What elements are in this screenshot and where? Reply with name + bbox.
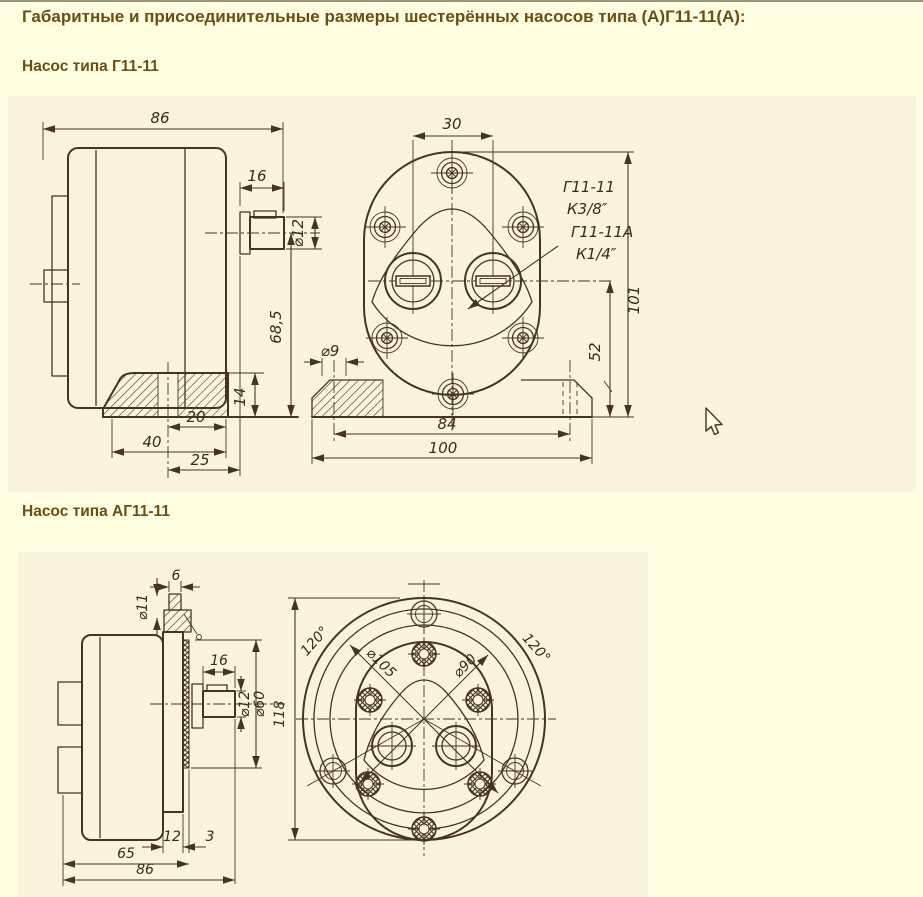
dim-d1-port-spacing: 30 bbox=[442, 115, 461, 133]
dim-d1-overall-width: 86 bbox=[150, 109, 169, 127]
d1-side-port-boss-bottom bbox=[51, 301, 69, 377]
page-title: Габаритные и присоединительные размеры ш… bbox=[22, 7, 746, 26]
dim-d2-flange-thickness: 12 bbox=[163, 829, 181, 845]
d2-stud-pin bbox=[168, 593, 182, 611]
dim-d1-foot-40: 40 bbox=[142, 433, 161, 451]
section1-heading: Насос типа Г11-11 bbox=[22, 58, 159, 75]
d1-front-body bbox=[363, 151, 541, 396]
dim-d2-overall-height: 118 bbox=[272, 701, 288, 728]
callout-model-2: Г11-11А bbox=[571, 223, 633, 241]
window-top-edge bbox=[0, 0, 923, 2]
dim-d2-shaft-length: 16 bbox=[210, 653, 228, 669]
callout-thread-2: К1/4″ bbox=[576, 245, 617, 263]
d1-front-foot-right bbox=[521, 379, 593, 417]
dim-d2-stud-width: 6 bbox=[172, 568, 181, 584]
d2-shaft-key bbox=[206, 684, 228, 692]
dim-d2-gap: 3 bbox=[206, 829, 215, 845]
drawing-g11-11: 86 16 ⌀12 68,5 14 20 40 25 bbox=[30, 109, 643, 478]
d2-side-boss-bottom bbox=[57, 746, 83, 794]
d2-front-view: ⌀105 ⌀90 120° 120° 118 bbox=[272, 580, 556, 856]
dim-d1-overall-height: 101 bbox=[625, 286, 643, 315]
dim-d2-shaft-dia: ⌀12 bbox=[237, 691, 253, 717]
d1-shaft-key bbox=[253, 210, 277, 219]
d1-side-port-boss-top bbox=[51, 195, 69, 271]
dim-d1-foot-25: 25 bbox=[190, 451, 209, 469]
dim-d1-foot-20: 20 bbox=[186, 408, 205, 426]
dim-d1-shaft-dia: ⌀12 bbox=[289, 219, 307, 247]
dim-d1-mount-hole: ⌀9 bbox=[321, 342, 340, 360]
dim-d2-body-length: 65 bbox=[117, 846, 135, 862]
dim-d2-spigot-dia: ⌀60 bbox=[252, 691, 268, 717]
d2-side-boss-top bbox=[57, 681, 83, 726]
section2-heading: Насос типа АГ11-11 bbox=[22, 503, 170, 520]
callout-thread-1: К3/8″ bbox=[567, 200, 608, 218]
dim-d1-axis-height: 68,5 bbox=[267, 310, 285, 343]
dim-d1-mount-spacing: 84 bbox=[437, 415, 456, 433]
d1-thread-callout: Г11-11 К3/8″ Г11-11А К1/4″ bbox=[467, 178, 633, 310]
d1-side-boss bbox=[43, 269, 53, 303]
d2-side-view: 6 ⌀11 16 ⌀12 ⌀60 12 3 bbox=[57, 568, 285, 886]
dim-d1-base-width: 100 bbox=[429, 439, 458, 457]
dim-d1-port-height: 52 bbox=[586, 342, 604, 361]
callout-model-1: Г11-11 bbox=[563, 178, 615, 196]
d1-front-contour bbox=[371, 208, 533, 347]
dim-d2-stud-dia: ⌀11 bbox=[135, 594, 151, 620]
scan-area-2 bbox=[18, 552, 648, 897]
drawing-ag11-11: 6 ⌀11 16 ⌀12 ⌀60 12 3 bbox=[57, 568, 556, 886]
mouse-cursor bbox=[705, 407, 723, 436]
dim-d1-shaft-length: 16 bbox=[247, 167, 266, 185]
d1-side-view: 86 16 ⌀12 68,5 14 20 40 25 bbox=[30, 109, 322, 478]
d1-front-view: ⌀9 30 101 52 84 100 Г11-11 К3/8″ Г11-11А bbox=[304, 115, 643, 464]
dim-d2-overall-length: 86 bbox=[136, 862, 154, 878]
d2-stud-hex bbox=[163, 609, 192, 633]
